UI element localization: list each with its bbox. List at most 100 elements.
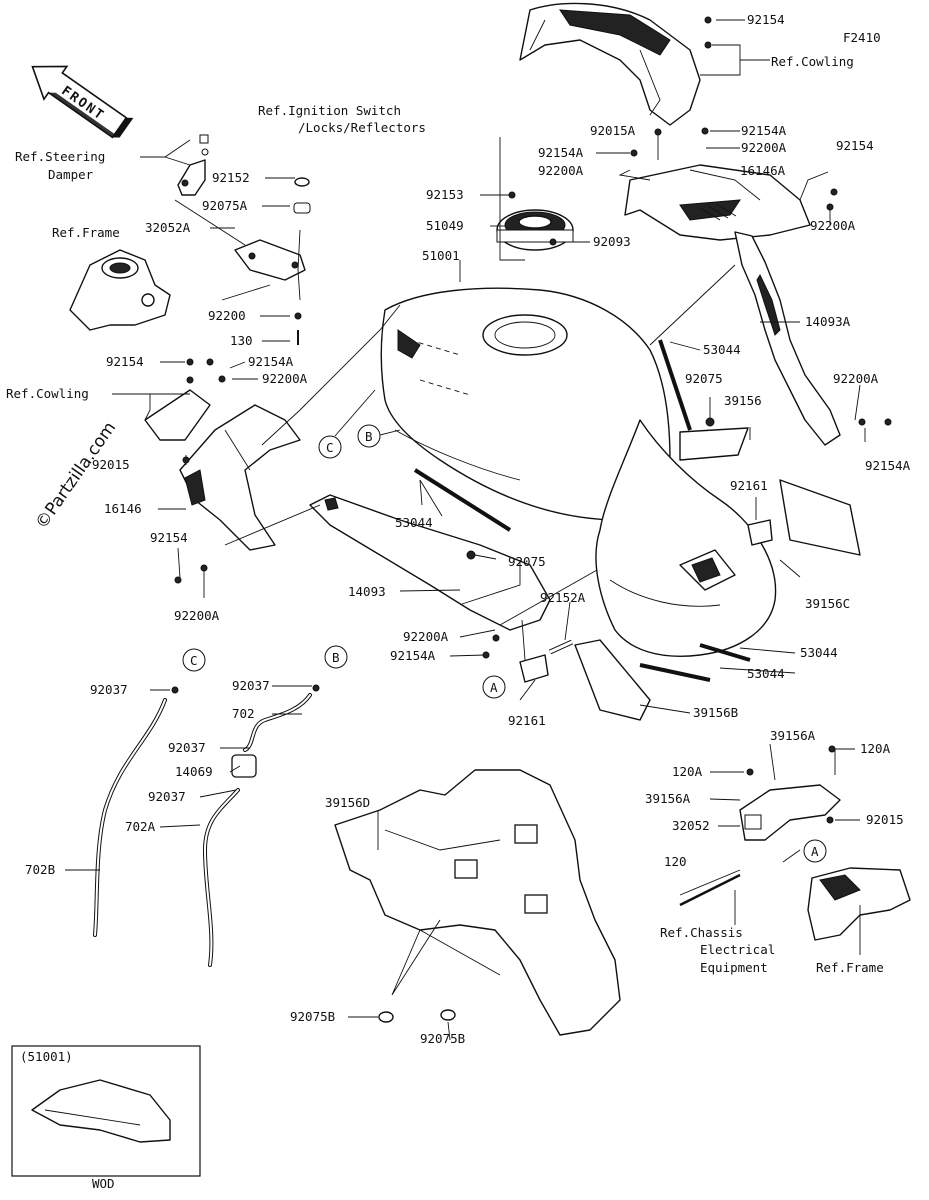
bracket-32052A [234,239,306,281]
part-label: 120A [672,764,703,779]
fuel-cap-51049 [496,209,574,251]
callout-B-top: B [357,424,381,448]
front-arrow: FRONT [31,65,134,139]
part-label: 92200A [174,608,220,623]
frame-right [807,867,911,941]
callout-B-hose: B [324,645,348,669]
part-label: 92037 [90,682,128,697]
plate-39156C [779,479,861,556]
leader-lines [65,19,866,1041]
plate-39156 [679,427,749,461]
part-label: 92075B [290,1009,335,1024]
part-label: 39156B [693,705,738,720]
svg-text:B: B [365,429,373,444]
cover-16146A [624,164,811,241]
part-label: 92154A [741,123,787,138]
plate-39156B [574,639,651,721]
diagram-code: F2410 [843,30,881,45]
part-label: 39156C [805,596,850,611]
inset-model: WOD [92,1176,115,1191]
part-label: 92200A [810,218,856,233]
part-label: 92152 [212,170,250,185]
svg-text:B: B [332,650,340,665]
part-label: 92075A [202,198,248,213]
part-label: 92015A [590,123,636,138]
svg-text:A: A [811,844,819,859]
svg-text:A: A [490,680,498,695]
part-label: 53044 [395,515,433,530]
part-label: 92161 [730,478,768,493]
part-label: 92152A [540,590,586,605]
grommet-92075B-1 [378,1011,394,1023]
ref-cowling-left: Ref.Cowling [6,386,89,401]
ref-frame: Ref.Frame [52,225,120,240]
part-label: 32052A [145,220,191,235]
part-labels: 92154 92015A 92154A 92200A 92154A 92200A… [25,12,911,1046]
mount-hardware [293,177,311,345]
part-label: 92200A [741,140,787,155]
part-label: 92154 [106,354,144,369]
part-label: 92161 [508,713,546,728]
part-label: 92093 [593,234,631,249]
ref-frame-right: Ref.Frame [816,960,884,975]
part-label: 92200A [403,629,449,644]
heat-cover-39156D [334,769,621,1036]
part-label: 14093A [805,314,851,329]
part-label: 53044 [800,645,838,660]
callout-C-top: C [318,435,342,459]
part-label: 702 [232,706,255,721]
ref-cowling-top: Ref.Cowling [771,54,854,69]
part-label: 702B [25,862,55,877]
part-label: 53044 [703,342,741,357]
part-label: 92200 [208,308,246,323]
grommet-92075B-2 [440,1009,456,1021]
part-label: 92015 [92,457,130,472]
part-label: 16146 [104,501,142,516]
part-label: 92153 [426,187,464,202]
part-label: 92015 [866,812,904,827]
ref-chassis-2: Electrical [700,942,775,957]
part-label: 92037 [232,678,270,693]
steering-bracket [177,134,209,196]
part-label: 14069 [175,764,213,779]
svg-text:C: C [326,440,334,455]
callout-C-hose: C [182,648,206,672]
part-label: 120 [664,854,687,869]
part-label: 16146A [740,163,786,178]
ref-steering: Ref.Steering [15,149,105,164]
part-label: 92075 [508,554,546,569]
part-label: 14093 [348,584,386,599]
part-label: 92154 [836,138,874,153]
side-panel-14093 [309,494,551,631]
part-label: 92037 [148,789,186,804]
part-label: 92154A [865,458,911,473]
part-label: 92200A [262,371,308,386]
hoses [93,693,312,967]
part-label: 39156 [724,393,762,408]
upper-cowling [519,2,701,126]
part-label: 92154A [390,648,436,663]
ref-ignition-2: /Locks/Reflectors [298,120,426,135]
part-label: 39156A [645,791,691,806]
part-label: 92200A [538,163,584,178]
part-label: 92154 [747,12,785,27]
part-label: 702A [125,819,156,834]
part-label: 92037 [168,740,206,755]
filter-14069 [231,754,257,778]
part-label: 130 [230,333,253,348]
bracket-32052 [739,784,841,841]
part-label: 51001 [422,248,460,263]
frame-left [69,249,171,331]
callout-A-right: A [803,839,827,863]
part-label: 92154 [150,530,188,545]
cowl-16146 [144,389,301,551]
ref-chassis: Ref.Chassis [660,925,743,940]
part-label: 32052 [672,818,710,833]
part-label: 51049 [426,218,464,233]
part-label: 92154A [538,145,584,160]
part-label: 39156D [325,795,370,810]
ref-steering-2: Damper [48,167,94,182]
part-label: 120A [860,741,891,756]
